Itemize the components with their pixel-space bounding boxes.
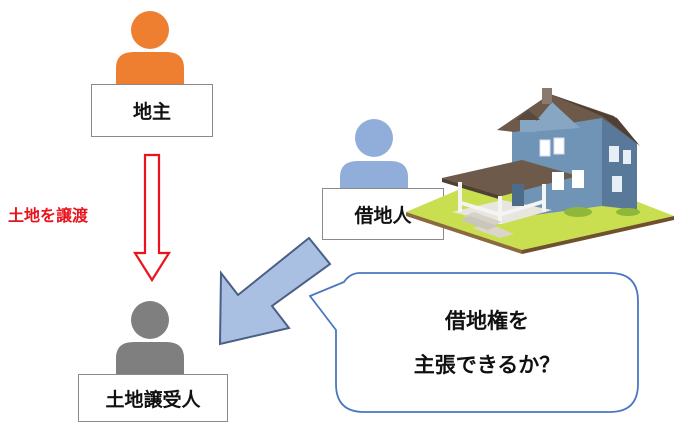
transferee-person-icon [116, 301, 184, 376]
tenant-person-icon [340, 119, 408, 195]
speech-line-2: 主張できるか？ [413, 353, 561, 377]
landowner-person-icon [116, 11, 184, 86]
transfer-label: 土地を譲渡 [8, 206, 89, 225]
transferee-label: 土地譲受人 [78, 374, 228, 422]
transfer-arrow [133, 153, 171, 283]
landowner-label: 地主 [91, 84, 213, 137]
house-icon [406, 88, 674, 254]
speech-line-1: 借地権を [445, 309, 529, 333]
